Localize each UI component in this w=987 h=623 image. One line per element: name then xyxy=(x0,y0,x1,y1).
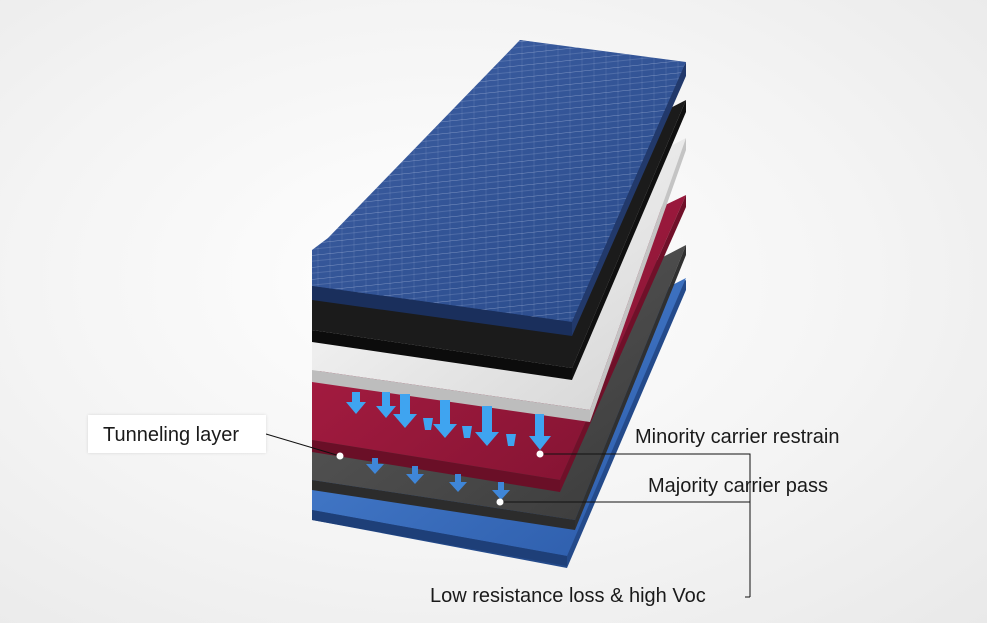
arrow-icon xyxy=(406,466,424,484)
minority-carrier-label: Minority carrier restrain xyxy=(635,426,840,448)
tunneling-layer-label-box xyxy=(88,415,266,453)
arrow-icon xyxy=(433,400,457,438)
solar-cell-panel xyxy=(312,40,686,336)
callout-dots xyxy=(336,450,544,506)
majority-dot xyxy=(496,498,504,506)
minority-carrier-arrows xyxy=(346,392,551,450)
tunneling-dot xyxy=(336,452,344,460)
tunneling-layer-label: Tunneling layer xyxy=(103,424,240,446)
arrow-icon xyxy=(366,458,384,474)
stub-icon xyxy=(423,418,433,430)
low-resistance-label: Low resistance loss & high Voc xyxy=(430,585,706,607)
arrow-icon xyxy=(376,392,396,418)
arrow-icon xyxy=(393,394,417,428)
arrow-icon xyxy=(475,406,499,446)
stub-icon xyxy=(506,434,516,446)
arrow-icon xyxy=(346,392,366,414)
callout-lines xyxy=(265,433,751,598)
majority-carrier-arrows xyxy=(366,458,510,500)
majority-carrier-label: Majority carrier pass xyxy=(648,475,829,497)
arrow-icon xyxy=(492,482,510,500)
arrow-icon xyxy=(449,474,467,492)
arrow-icon xyxy=(529,414,551,450)
stub-icon xyxy=(462,426,472,438)
minority-dot xyxy=(536,450,544,458)
